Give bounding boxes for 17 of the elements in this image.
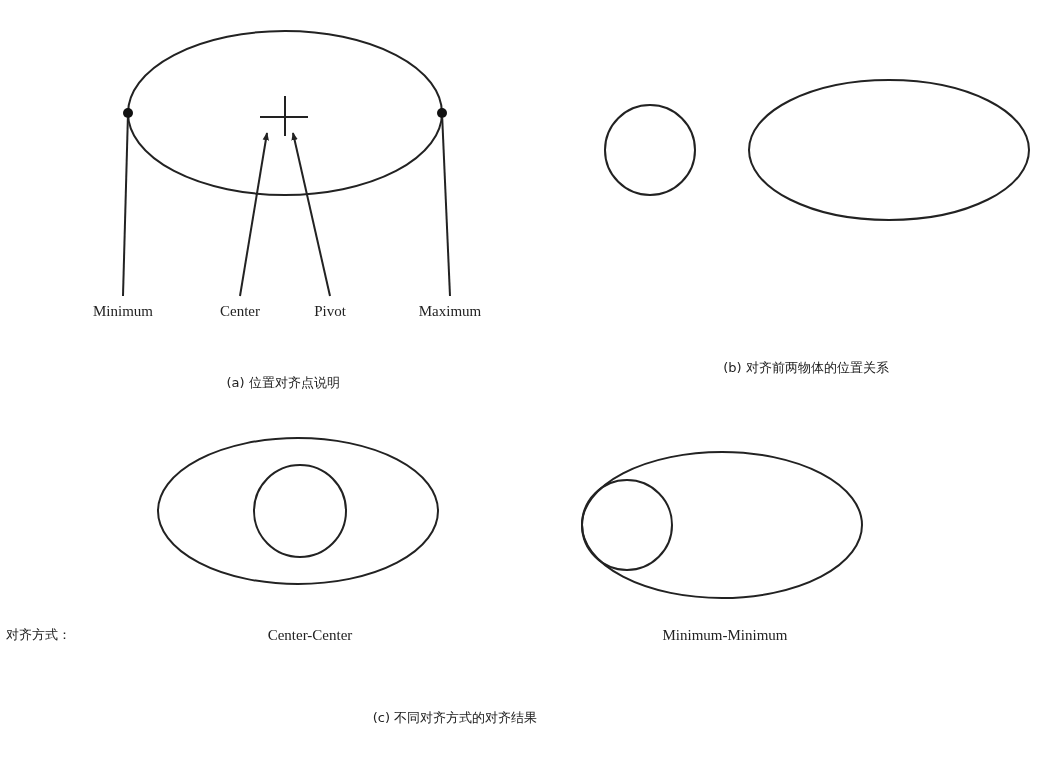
figure-caption: (c) 不同对齐方式的对齐结果: [372, 709, 538, 727]
figure-caption: (b) 对齐前两物体的位置关系: [723, 359, 889, 377]
alignment-mode-name: Center-Center: [267, 626, 353, 644]
leader-line: [122, 117, 129, 297]
point-label: Pivot: [314, 302, 346, 320]
figure-caption: (a) 位置对齐点说明: [226, 374, 340, 392]
alignment-mode-name: Minimum-Minimum: [662, 626, 788, 644]
point-label: Center: [220, 302, 260, 320]
leader-line: [441, 117, 451, 297]
point-dot: [123, 108, 133, 118]
point-label: Maximum: [418, 302, 482, 320]
point-label: Minimum: [93, 302, 153, 320]
alignment-mode-label: 对齐方式：: [5, 626, 71, 644]
point-dot: [437, 108, 447, 118]
arrow: [239, 132, 269, 297]
arrow: [291, 132, 331, 297]
center-cross-icon: [260, 96, 308, 136]
